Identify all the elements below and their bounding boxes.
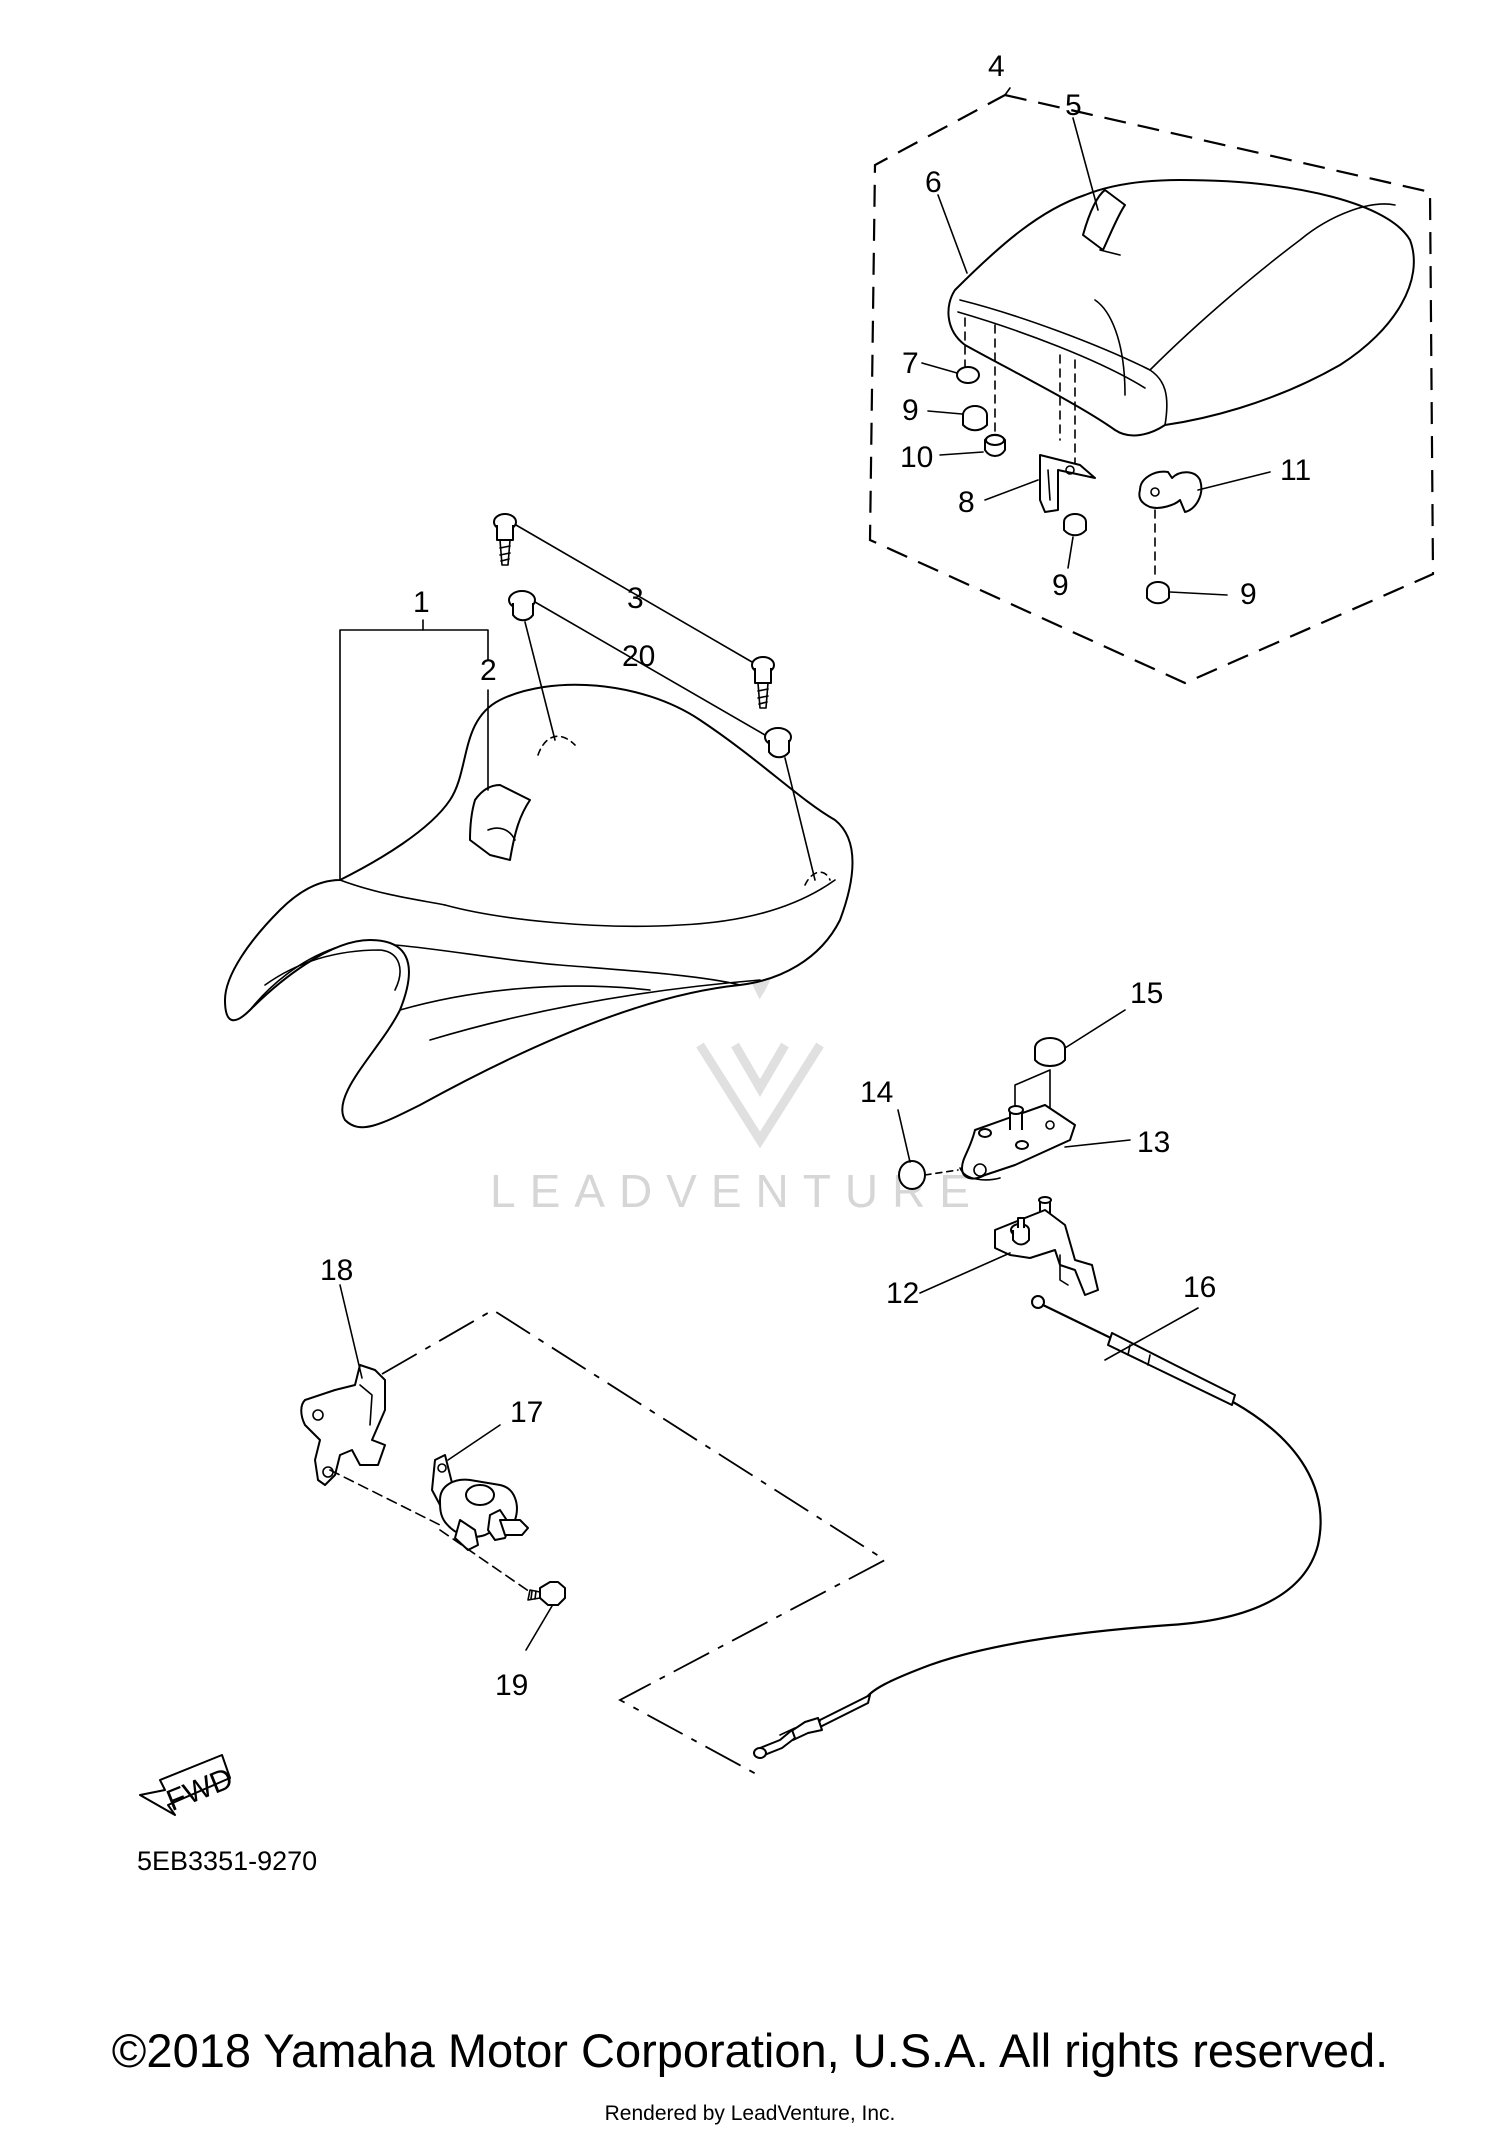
callout-1: 1 bbox=[413, 586, 430, 619]
part-9-nut-upper bbox=[962, 405, 988, 432]
leadventure-watermark: LEADVENTURE bbox=[490, 905, 984, 1217]
callout-19: 19 bbox=[495, 1669, 528, 1702]
watermark-text: LEADVENTURE bbox=[490, 1165, 984, 1217]
callout-5: 5 bbox=[1065, 89, 1082, 122]
callout-16: 16 bbox=[1183, 1271, 1216, 1304]
callout-14: 14 bbox=[860, 1076, 893, 1109]
callout-3: 3 bbox=[627, 582, 644, 615]
part-13-lock-plate bbox=[959, 1104, 1076, 1181]
front-seat bbox=[224, 683, 854, 1129]
part-10-damper bbox=[984, 433, 1006, 457]
copyright-notice: ©2018 Yamaha Motor Corporation, U.S.A. A… bbox=[111, 2024, 1389, 2077]
part-20-collar-left bbox=[508, 590, 536, 622]
callout-12: 12 bbox=[886, 1277, 919, 1310]
part-19-screw bbox=[527, 1581, 566, 1606]
fwd-direction-arrow[interactable]: FWD bbox=[139, 1754, 238, 1818]
part-9-nut-middle bbox=[1063, 513, 1087, 537]
callout-9-middle: 9 bbox=[1052, 569, 1069, 602]
callout-15: 15 bbox=[1130, 977, 1163, 1010]
callout-20: 20 bbox=[622, 640, 655, 673]
front-seat-group bbox=[224, 513, 854, 1129]
part-20-collar-right bbox=[764, 727, 792, 759]
callout-11: 11 bbox=[1280, 454, 1311, 487]
seat-lock-group bbox=[897, 1009, 1131, 1296]
part-9-nut-lower bbox=[1146, 581, 1170, 605]
callout-4: 4 bbox=[988, 50, 1005, 83]
callout-18: 18 bbox=[320, 1254, 353, 1287]
callout-9-lower: 9 bbox=[1240, 578, 1257, 611]
diagram-code: 5EB3351-9270 bbox=[137, 1846, 317, 1876]
callout-8: 8 bbox=[958, 486, 975, 519]
part-17-key-cylinder bbox=[431, 1454, 529, 1551]
callout-2: 2 bbox=[480, 654, 497, 687]
part-14-cap bbox=[898, 1160, 926, 1190]
key-lock-group bbox=[300, 1284, 887, 1776]
rear-seat-group bbox=[868, 87, 1435, 685]
rendered-by-credit: Rendered by LeadVenture, Inc. bbox=[604, 2102, 896, 2125]
callout-9-upper: 9 bbox=[902, 394, 919, 427]
callout-7: 7 bbox=[902, 347, 919, 380]
rear-seat-cover bbox=[947, 179, 1415, 437]
part-15-nut bbox=[1034, 1037, 1066, 1067]
rear-seat-assembly-boundary bbox=[868, 93, 1435, 685]
part-7-washer bbox=[956, 366, 980, 384]
callout-1-bracket bbox=[339, 629, 489, 881]
callout-labels: 1 2 3 4 5 6 7 8 9 9 9 10 11 12 13 14 15 … bbox=[320, 50, 1311, 1702]
part-16-seat-lock-cable bbox=[753, 1295, 1322, 1759]
part-3-bolt-right bbox=[751, 656, 775, 709]
part-3-bolt-left bbox=[493, 513, 517, 566]
part-18-lock-bracket bbox=[300, 1364, 386, 1486]
part-8-bracket bbox=[1039, 454, 1096, 513]
callout-10: 10 bbox=[900, 441, 933, 474]
part-11-clamp bbox=[1138, 470, 1203, 513]
callout-13: 13 bbox=[1137, 1126, 1170, 1159]
callout-6: 6 bbox=[925, 166, 942, 199]
callout-17: 17 bbox=[510, 1396, 543, 1429]
part-12-lock-bracket bbox=[994, 1209, 1099, 1296]
